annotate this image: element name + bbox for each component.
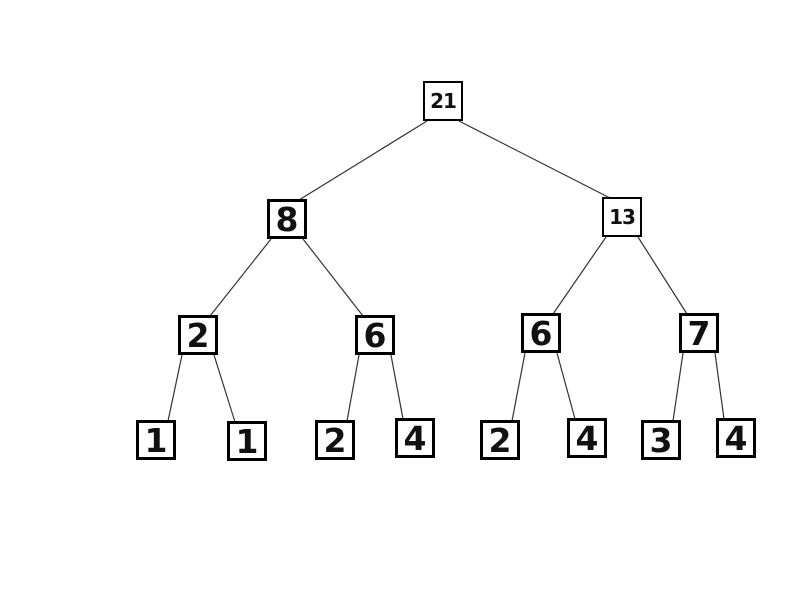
tree-node-l8: 8 <box>267 199 307 239</box>
tree-node-leaf1b: 1 <box>227 421 267 461</box>
tree-node-leaf3: 3 <box>641 420 681 460</box>
tree-edge-root-l8 <box>298 120 428 201</box>
tree-node-lr6: 6 <box>355 315 395 355</box>
tree-node-leaf4c: 4 <box>716 418 756 458</box>
tree-edge-l8-lr6 <box>302 238 364 317</box>
tree-node-root: 21 <box>423 81 463 121</box>
tree-node-leaf2b: 2 <box>480 420 520 460</box>
tree-edge-ll2-leaf1a <box>167 354 183 422</box>
tree-edge-rl6-leaf4b <box>556 352 576 420</box>
tree-node-leaf4b: 4 <box>567 418 607 458</box>
tree-node-leaf1a: 1 <box>136 420 176 460</box>
tree-edge-rr7-leaf4c <box>714 352 725 420</box>
tree-edge-r13-rl6 <box>552 236 607 315</box>
tree-edge-rr7-leaf3 <box>672 352 684 422</box>
tree-edge-lr6-leaf4a <box>390 354 404 420</box>
tree-edge-ll2-leaf1b <box>213 354 236 423</box>
tree-edge-l8-ll2 <box>209 238 272 317</box>
tree-node-rl6: 6 <box>521 313 561 353</box>
tree-node-rr7: 7 <box>679 313 719 353</box>
tree-edge-lr6-leaf2a <box>346 354 360 422</box>
tree-node-r13: 13 <box>602 197 642 237</box>
tree-edge-rl6-leaf2b <box>511 352 526 422</box>
tree-node-leaf4a: 4 <box>395 418 435 458</box>
tree-edge-r13-rr7 <box>637 236 688 315</box>
tree-node-leaf2a: 2 <box>315 420 355 460</box>
tree-edge-root-r13 <box>458 120 611 199</box>
tree-node-ll2: 2 <box>178 315 218 355</box>
